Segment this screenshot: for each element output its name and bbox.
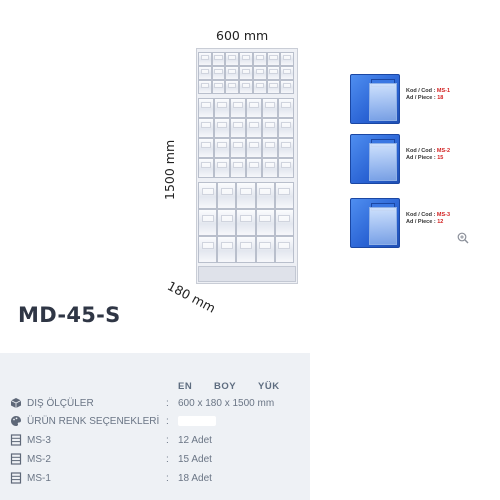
product-ms-3: Kod / Cod : MS-3 Ad / Piece : 12 — [350, 198, 490, 258]
spec-value: 18 Adet — [178, 473, 212, 484]
cabinet-bin — [246, 98, 262, 118]
width-dimension-label: 600 mm — [216, 28, 269, 43]
cabinet-icon — [10, 434, 22, 446]
cabinet-bin — [255, 209, 275, 236]
spec-value: 12 Adet — [178, 435, 212, 446]
cabinet-bin — [236, 182, 256, 209]
spec-row-outer-dimensions: DIŞ ÖLÇÜLER : 600 x 180 x 1500 mm — [10, 396, 310, 412]
blue-bin-box — [350, 134, 400, 184]
cabinet-bin — [239, 52, 253, 66]
cabinet-bin — [262, 98, 278, 118]
cabinet-bin — [274, 209, 294, 236]
cabinet-bin — [230, 158, 246, 178]
spec-label: MS-1 — [27, 473, 51, 484]
cabinet-bin — [198, 98, 214, 118]
blue-bin-box — [350, 198, 400, 248]
cabinet-bin — [262, 118, 278, 138]
cabinet-bin — [278, 118, 294, 138]
cabinet-bin — [255, 182, 275, 209]
cabinet-bin — [280, 52, 294, 66]
cabinet-bin — [225, 66, 240, 80]
cabinet-bin — [211, 52, 226, 66]
cabinet-bin — [198, 80, 212, 94]
cabinet-bin — [274, 236, 294, 263]
cabinet-bin — [217, 209, 237, 236]
cabinet-bin — [266, 66, 281, 80]
cabinet-bin — [230, 118, 246, 138]
cabinet-bin — [252, 80, 267, 94]
spec-value: 600 x 180 x 1500 mm — [178, 398, 275, 409]
spec-value: 15 Adet — [178, 454, 212, 465]
palette-icon — [11, 416, 21, 426]
cabinet-bin — [198, 182, 218, 209]
spec-row-ms-2: MS-2 : 15 Adet — [10, 452, 310, 468]
cabinet-bin — [246, 158, 262, 178]
cabinet-bin — [274, 182, 294, 209]
column-header-en: EN — [178, 381, 193, 392]
cabinet-bin — [198, 209, 218, 236]
cabinet-bin — [198, 66, 212, 80]
spec-label: MS-2 — [27, 454, 51, 465]
cabinet-bin — [262, 158, 278, 178]
product-ms-1: Kod / Cod : MS-1 Ad / Piece : 18 — [350, 74, 490, 134]
product-info: Kod / Cod : MS-3 Ad / Piece : 12 — [406, 212, 450, 225]
cabinet-base — [198, 266, 296, 282]
cube-icon — [10, 398, 22, 408]
cabinet-bin — [278, 138, 294, 158]
cabinet-bin — [230, 98, 246, 118]
cabinet-bin — [211, 66, 226, 80]
cabinet-bin — [214, 138, 230, 158]
cabinet-bin — [198, 158, 214, 178]
column-header-yuk: YÜK — [258, 381, 280, 392]
cabinet-bin — [198, 118, 214, 138]
cabinet-bin — [278, 158, 294, 178]
cabinet-bin — [239, 66, 253, 80]
spec-row-ms-1: MS-1 : 18 Adet — [10, 471, 310, 487]
model-title: MD-45-S — [18, 303, 121, 327]
cabinet-icon — [10, 472, 22, 484]
cabinet-bin — [214, 118, 230, 138]
cabinet-bin — [278, 98, 294, 118]
cabinet-bin — [214, 98, 230, 118]
cabinet-bin — [198, 138, 214, 158]
spec-label: MS-3 — [27, 435, 51, 446]
cabinet-bin — [262, 138, 278, 158]
cabinet-bin — [214, 158, 230, 178]
product-ms-2: Kod / Cod : MS-2 Ad / Piece : 15 — [350, 134, 490, 194]
cabinet-bin — [280, 66, 294, 80]
cabinet-icon — [10, 453, 22, 465]
spec-label: ÜRÜN RENK SEÇENEKLERİ — [27, 416, 160, 427]
cabinet-bin — [236, 209, 256, 236]
cabinet-bin — [198, 236, 218, 263]
cabinet-bin — [225, 52, 240, 66]
cabinet-bin — [246, 138, 262, 158]
cabinet-bin — [211, 80, 226, 94]
product-info: Kod / Cod : MS-2 Ad / Piece : 15 — [406, 148, 450, 161]
cabinet-bin — [217, 236, 237, 263]
spec-panel — [0, 353, 310, 500]
product-info: Kod / Cod : MS-1 Ad / Piece : 18 — [406, 88, 450, 101]
cabinet-bin — [236, 236, 256, 263]
cabinet-bin — [246, 118, 262, 138]
cabinet-bin — [225, 80, 240, 94]
height-dimension-label: 1500 mm — [162, 139, 177, 200]
column-header-boy: BOY — [214, 381, 237, 392]
cabinet-bin — [252, 52, 267, 66]
color-swatch-white[interactable] — [178, 416, 216, 426]
cabinet-bin — [217, 182, 237, 209]
cabinet-bin — [280, 80, 294, 94]
spec-row-color-options: ÜRÜN RENK SEÇENEKLERİ : — [10, 414, 310, 430]
cabinet-bin — [252, 66, 267, 80]
zoom-in-icon[interactable] — [457, 232, 469, 244]
cabinet-bin — [230, 138, 246, 158]
blue-bin-box — [350, 74, 400, 124]
cabinet-bin — [198, 52, 212, 66]
cabinet-image — [196, 48, 298, 284]
cabinet-bin — [255, 236, 275, 263]
spec-label: DIŞ ÖLÇÜLER — [27, 398, 94, 409]
cabinet-bin — [266, 52, 281, 66]
cabinet-bin — [239, 80, 253, 94]
cabinet-bin — [266, 80, 281, 94]
spec-row-ms-3: MS-3 : 12 Adet — [10, 433, 310, 449]
